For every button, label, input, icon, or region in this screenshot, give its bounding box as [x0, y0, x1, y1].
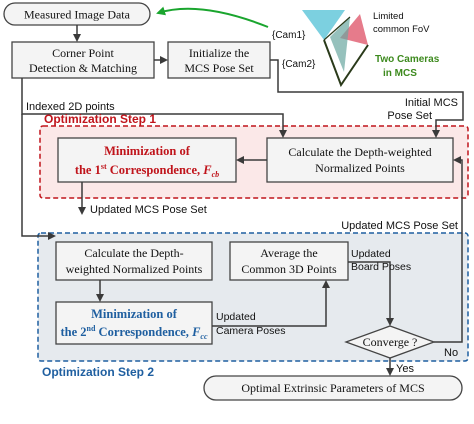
updated-board-label-line1: Updated [351, 248, 391, 260]
measured-image-data-label: Measured Image Data [24, 8, 131, 22]
optimization-step-2-title: Optimization Step 2 [42, 365, 154, 379]
camera-rig-frame [323, 39, 369, 88]
no-label: No [444, 347, 458, 359]
cam1-fov-cone [302, 10, 345, 40]
arrow-average-to-converge [348, 261, 394, 326]
initialize-pose-label-line1: Initialize the [189, 46, 249, 60]
limited-fov-label-line2: common FoV [373, 24, 430, 35]
optimal-parameters-label: Optimal Extrinsic Parameters of MCS [241, 381, 424, 395]
depth-weighted-points-label-line1: Calculate the Depth-weighted [288, 145, 431, 159]
minimization-1-label-line1: Minimization of [104, 144, 191, 158]
initial-mcs-label-line1: Initial MCS [405, 97, 458, 109]
limited-fov-label-line1: Limited [373, 11, 404, 22]
corner-detection-label-line2: Detection & Matching [29, 61, 137, 75]
corner-detection-label-line1: Corner Point [52, 46, 114, 60]
optimization-step-1-title: Optimization Step 1 [44, 112, 156, 126]
camera-rig-frame-top [323, 16, 351, 41]
updated-camera-label-line2: Camera Poses [216, 325, 285, 337]
depth-weighted-points-2-label-line2: weighted Normalized Points [66, 262, 203, 276]
updated-camera-label-line1: Updated [216, 311, 256, 323]
depth-weighted-points-2-label-line1: Calculate the Depth- [84, 246, 183, 260]
minimization-2-label-line2: the 2nd Correspondence, Fcc [60, 324, 207, 341]
cam1-label: {Cam1} [272, 30, 306, 41]
updated-mcs-label-2: Updated MCS Pose Set [341, 220, 458, 232]
minimization-2-label-line1: Minimization of [91, 307, 178, 321]
updated-board-label-line2: Board Poses [351, 261, 411, 273]
common-fov-region [330, 17, 350, 72]
depth-weighted-points-label-line2: Normalized Points [315, 161, 405, 175]
arrow-indexed-points-step1 [21, 78, 287, 138]
average-3d-points-label-line1: Average the [260, 246, 317, 260]
arrow-min2-to-average [212, 280, 330, 327]
minimization-1-label-line2: the 1st Correspondence, Fcb [75, 162, 219, 179]
average-3d-points-node [229, 241, 349, 281]
arrow-indexed-points-step2 [21, 114, 56, 240]
initial-mcs-label-line2: Pose Set [387, 110, 432, 122]
converge-decision-label: Converge ? [363, 335, 418, 349]
cam2-label: {Cam2} [282, 59, 316, 70]
average-3d-points-label-line2: Common 3D Points [241, 262, 337, 276]
minimization-2-node [55, 301, 213, 345]
yes-label: Yes [396, 363, 414, 375]
two-cameras-label-line1: Two Cameras [375, 54, 440, 65]
arrow-init-to-step1 [270, 59, 464, 138]
depth-weighted-points-node [266, 137, 454, 183]
updated-mcs-label-1: Updated MCS Pose Set [90, 204, 207, 216]
inset-to-data-arrow [156, 6, 269, 28]
arrow-converge-no [434, 233, 463, 343]
depth-weighted-points-2-node [55, 241, 213, 281]
two-camera-illustration: {Cam1} {Cam2} Limited common FoV Two Cam… [272, 10, 440, 88]
optimal-parameters-node [203, 375, 463, 401]
indexed-2d-points-label: Indexed 2D points [26, 101, 115, 113]
arrow-updated-mcs-to-step1 [453, 156, 463, 233]
initialize-pose-label-line2: MCS Pose Set [184, 61, 254, 75]
two-cameras-label-line2: in MCS [383, 68, 417, 79]
